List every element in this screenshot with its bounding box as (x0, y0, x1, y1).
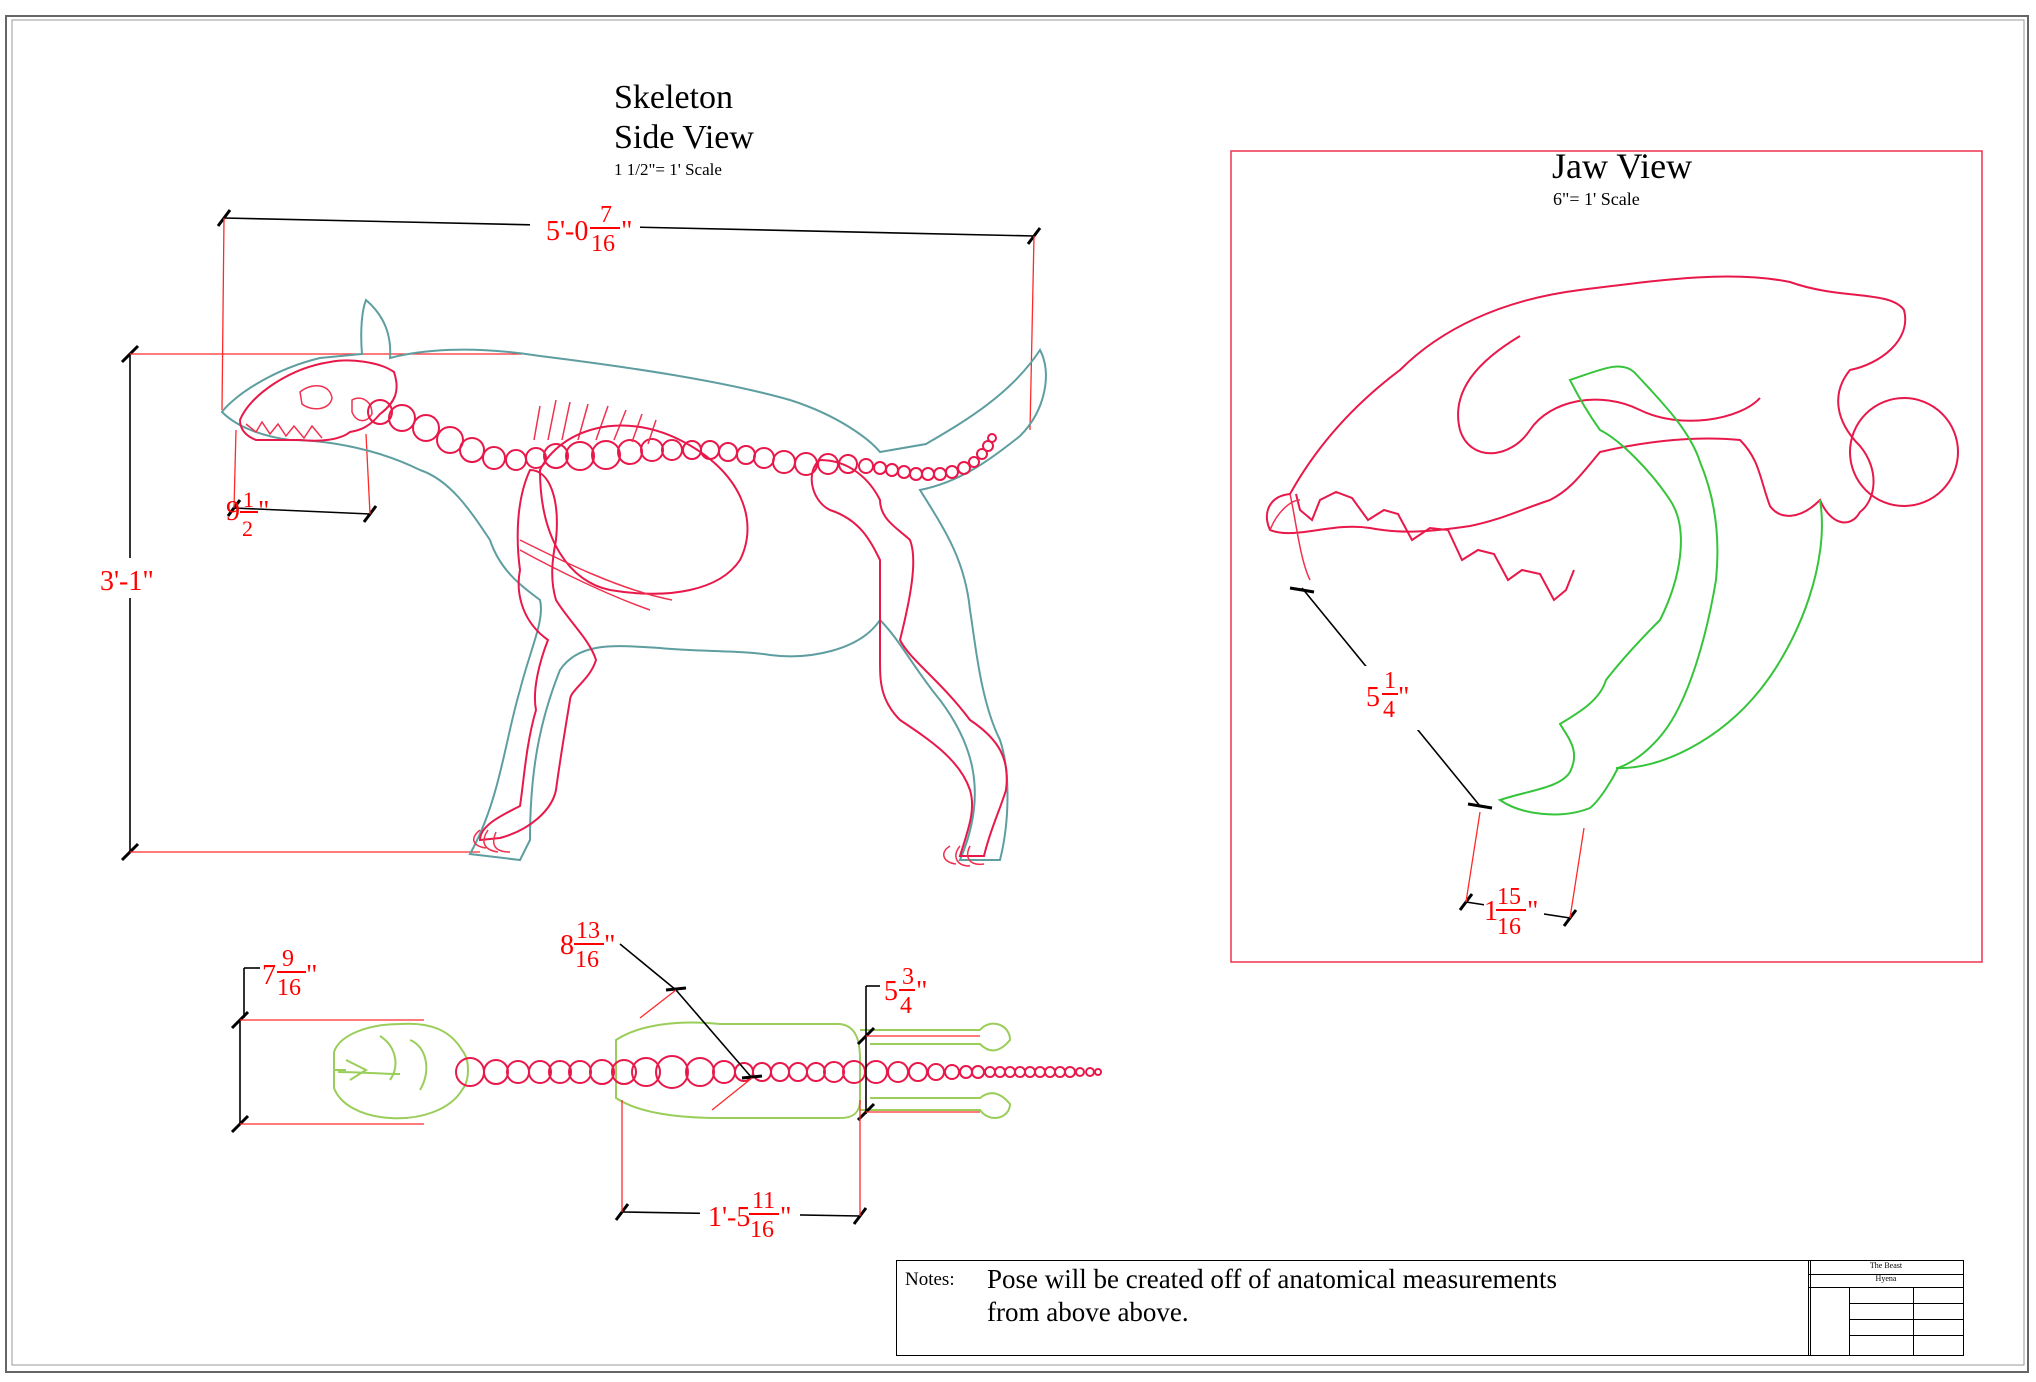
sheet-outer-border (5, 15, 2029, 1373)
svg-text:": " (780, 1202, 791, 1233)
svg-text:15: 15 (1497, 884, 1521, 910)
svg-text:": " (1398, 682, 1409, 713)
svg-text:7: 7 (600, 202, 612, 228)
svg-text:": " (604, 930, 615, 961)
notes-text: Pose will be created off of anatomical m… (987, 1264, 1558, 1327)
skeleton-title-line2: Side View (614, 119, 754, 156)
skull-top (333, 1022, 469, 1120)
title-block: The Beast Hyena (1808, 1260, 1964, 1356)
svg-text:1: 1 (243, 487, 254, 512)
svg-text:16: 16 (575, 947, 599, 973)
head-width-text: 7 (262, 960, 276, 991)
hyena-silhouette (220, 298, 1047, 862)
jaw-view-frame (1230, 150, 1983, 963)
svg-text:": " (621, 216, 632, 247)
svg-text:16: 16 (591, 231, 615, 257)
chin-dimension-text: 1 (1484, 896, 1498, 927)
upper-skull (1265, 275, 1907, 534)
ribcage (538, 424, 749, 595)
svg-text:2: 2 (242, 516, 253, 541)
hind-leg (810, 458, 1008, 857)
jaw-title: Jaw View (1552, 146, 1692, 186)
svg-text:1: 1 (1384, 668, 1396, 694)
gape-dimension-text: 5 (1366, 682, 1380, 713)
jaw-view: Jaw View 6"= 1' Scale 5 1 4 " 1 15 16 " (1230, 146, 1983, 963)
spine-vertebrae (367, 399, 997, 481)
svg-text:16: 16 (1497, 914, 1521, 940)
sheet-inner-border (11, 19, 2025, 1366)
skull-side (238, 359, 398, 442)
skeleton-title-line1: Skeleton (614, 79, 733, 116)
svg-text:": " (916, 976, 927, 1007)
svg-text:9: 9 (282, 946, 294, 972)
rib-width-text: 8 (560, 930, 574, 961)
spine-top (455, 1055, 1102, 1089)
svg-text:": " (258, 496, 269, 527)
lower-jaw (1497, 365, 1719, 816)
svg-text:": " (306, 960, 317, 991)
notes-panel: Notes: Pose will be created off of anato… (896, 1260, 1811, 1356)
title-block-subject: Hyena (1809, 1274, 1963, 1288)
svg-text:16: 16 (277, 975, 301, 1001)
skeleton-scale: 1 1/2"= 1' Scale (614, 160, 722, 179)
torso-length-text: 1'-5 (708, 1202, 750, 1233)
svg-text:13: 13 (576, 918, 600, 944)
front-leg (478, 468, 598, 842)
notes-label: Notes: (905, 1269, 955, 1290)
svg-text:3: 3 (902, 964, 914, 990)
svg-text:4: 4 (1383, 697, 1395, 723)
svg-text:": " (1527, 896, 1538, 927)
length-dimension-text: 5'-0 (546, 216, 588, 247)
snout-dimension-text: 9 (226, 496, 240, 527)
svg-text:4: 4 (900, 993, 912, 1019)
hip-width-text: 5 (884, 976, 898, 1007)
top-view: 7 9 16 " 8 13 16 " 5 3 4 " 1' (230, 918, 1102, 1246)
svg-text:11: 11 (752, 1188, 775, 1214)
svg-text:16: 16 (750, 1217, 774, 1243)
jaw-joint-circle (1849, 397, 1959, 507)
title-block-project: The Beast (1809, 1261, 1963, 1275)
jaw-scale: 6"= 1' Scale (1553, 189, 1640, 209)
height-dimension-text: 3'-1" (100, 566, 154, 597)
skeleton-side-view: Skeleton Side View 1 1/2"= 1' Scale 5'-0… (95, 79, 1047, 867)
